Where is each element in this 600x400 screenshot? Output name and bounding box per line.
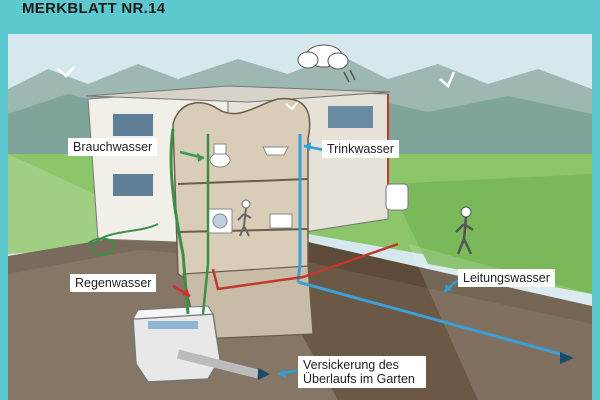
house-roof	[85, 85, 391, 103]
label-leitungswasser: Leitungswasser	[458, 269, 555, 287]
light-beam	[8, 154, 338, 400]
cistern-water	[148, 321, 198, 329]
house-water-illustration: Brauchwasser Trinkwasser Regenwasser Lei…	[8, 34, 592, 400]
overflow-arrow-end	[258, 368, 270, 380]
person-indoor-body	[237, 207, 252, 237]
label-versickerung-line1: Versickerung des	[303, 358, 399, 372]
bird-icon	[57, 66, 75, 78]
rain-cloud-icon	[297, 44, 356, 83]
cutaway	[172, 98, 311, 295]
grass-right	[388, 174, 592, 294]
rainwater-pipe	[169, 128, 190, 315]
drinking-water-pipe	[296, 134, 302, 283]
sink	[262, 146, 289, 156]
label-versickerung-line2: Überlaufs im Garten	[303, 372, 415, 386]
overflow-pipe	[176, 349, 260, 379]
person-garden-body	[455, 216, 474, 255]
person-garden-head	[460, 206, 472, 218]
label-versickerung: Versickerung des Überlaufs im Garten	[298, 356, 426, 388]
toilet	[209, 152, 231, 168]
label-regenwasser: Regenwasser	[70, 274, 157, 292]
toilet-tank	[213, 143, 227, 155]
header-title: MERKBLATT NR.14	[22, 0, 166, 17]
mains-pipe	[297, 280, 569, 358]
label-brauchwasser: Brauchwasser	[68, 138, 158, 156]
rainwater-pipe-2	[201, 134, 210, 315]
hot-water-pipe	[211, 242, 399, 291]
garden-hose	[87, 223, 159, 257]
window-right-top	[328, 106, 373, 128]
bird-icon-3	[285, 101, 299, 111]
header-bar: MERKBLATT NR.14	[0, 0, 600, 30]
boiler	[269, 213, 293, 229]
person-indoor-head	[241, 199, 251, 209]
washing-machine-door	[212, 213, 228, 229]
window-left-mid	[113, 174, 153, 196]
bird-icon-2	[439, 71, 456, 89]
floor-upper	[177, 178, 309, 185]
label-trinkwasser: Trinkwasser	[322, 140, 399, 158]
rain-barrel	[385, 183, 409, 211]
cistern-top	[132, 305, 214, 320]
window-left-top	[113, 114, 153, 136]
mains-arrow-end	[560, 352, 574, 364]
